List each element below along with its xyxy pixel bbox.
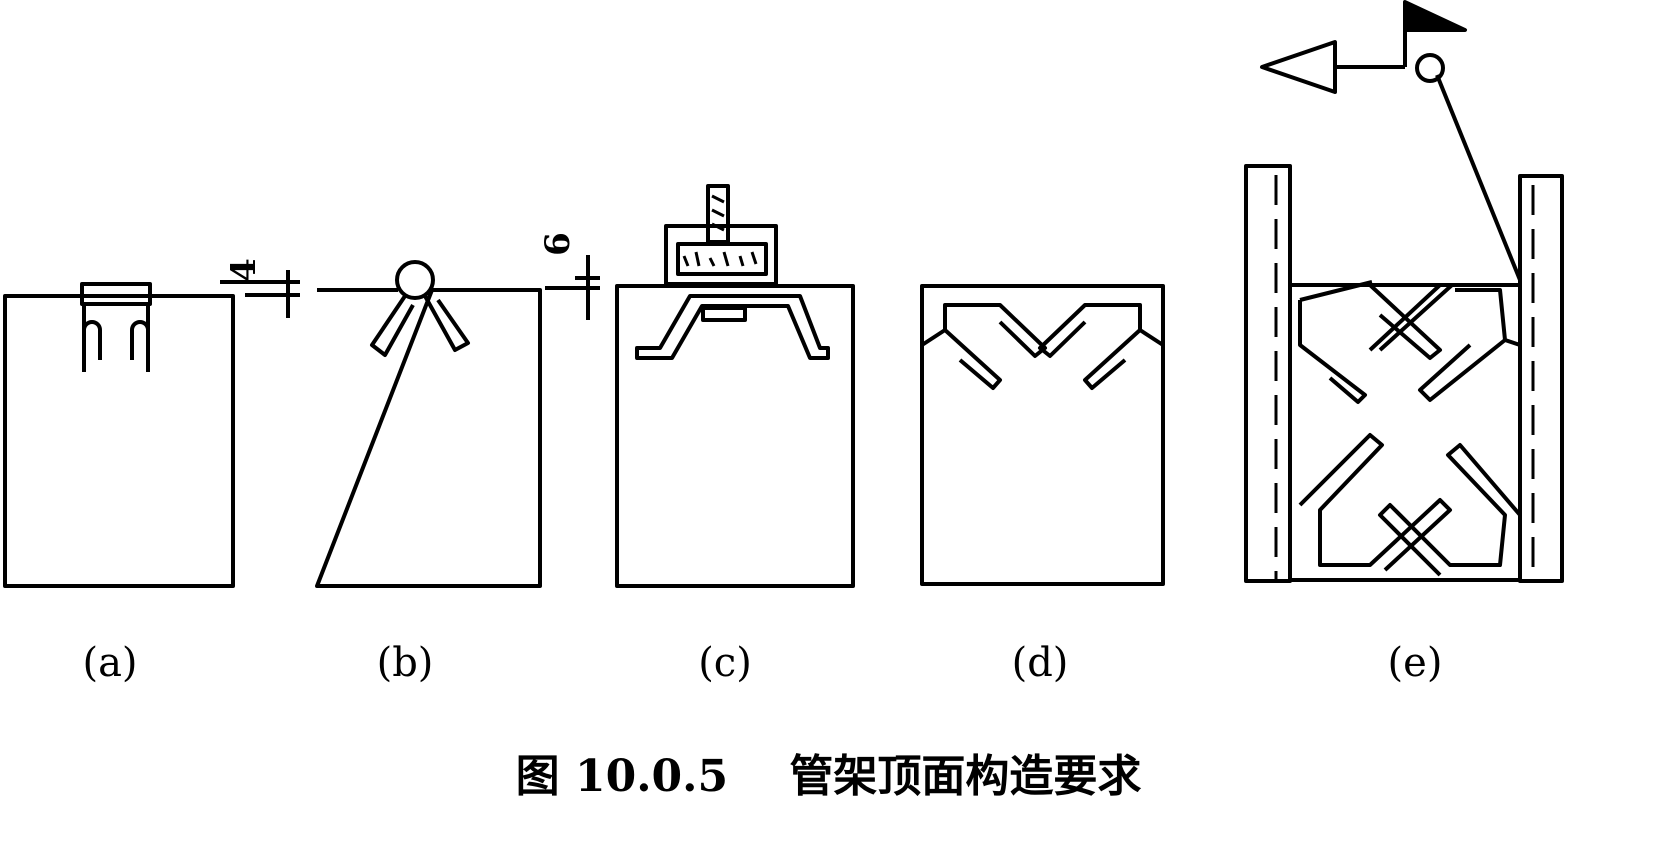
- panel-e-left-column: [1244, 164, 1292, 583]
- panel-d-support-box: [920, 284, 1165, 586]
- panel-e-top-right-clip: [1378, 283, 1521, 402]
- panel-b-support-box: [315, 288, 542, 588]
- panel-c-bracket: [635, 294, 830, 360]
- panel-b-round-bar: [395, 260, 435, 300]
- panel-e-drawing: [1244, 0, 1564, 583]
- panel-e-bottom-left-clip: [1298, 433, 1452, 572]
- dimension-4-label: 4: [223, 258, 264, 282]
- panel-e-support-box: [1290, 283, 1520, 582]
- panel-b-legs: [370, 294, 470, 357]
- panel-label-e: (e): [1387, 640, 1443, 686]
- panel-e-pulley: [1415, 53, 1445, 83]
- panel-d-left-clip: [920, 303, 1047, 390]
- panel-c-slot: [701, 306, 747, 322]
- panel-e-cable: [1435, 74, 1522, 281]
- panel-label-c: (c): [698, 640, 752, 686]
- panel-d-right-clip: [1038, 303, 1165, 390]
- panel-b-drawing: [315, 260, 542, 588]
- panel-c-clamp-block: [664, 224, 778, 286]
- figure-caption: 图 10.0.5 管架顶面构造要求: [515, 751, 1142, 802]
- panel-e-arrowhead-icon: [1260, 40, 1337, 94]
- panel-c-drawing: [615, 184, 855, 588]
- panel-e-right-column: [1518, 174, 1564, 583]
- dimension-6-marks: [545, 255, 600, 320]
- panel-label-b: (b): [376, 640, 434, 686]
- panel-e-bottom-right-clip: [1378, 443, 1522, 577]
- dimension-6-label: 6: [537, 232, 578, 256]
- panel-label-d: (d): [1011, 640, 1069, 686]
- panel-c-bolt: [706, 184, 730, 244]
- panel-e-flag-icon: [1403, 0, 1467, 32]
- dimension-4-marks: [220, 270, 300, 318]
- panel-e-top-left-clip: [1298, 280, 1442, 404]
- panel-a-drawing: [3, 282, 235, 588]
- panel-c-support-box: [615, 284, 855, 588]
- panel-d-drawing: [920, 284, 1165, 586]
- panel-a-clip: [80, 282, 152, 372]
- panel-label-a: (a): [82, 640, 138, 686]
- panel-a-support-box: [3, 294, 235, 588]
